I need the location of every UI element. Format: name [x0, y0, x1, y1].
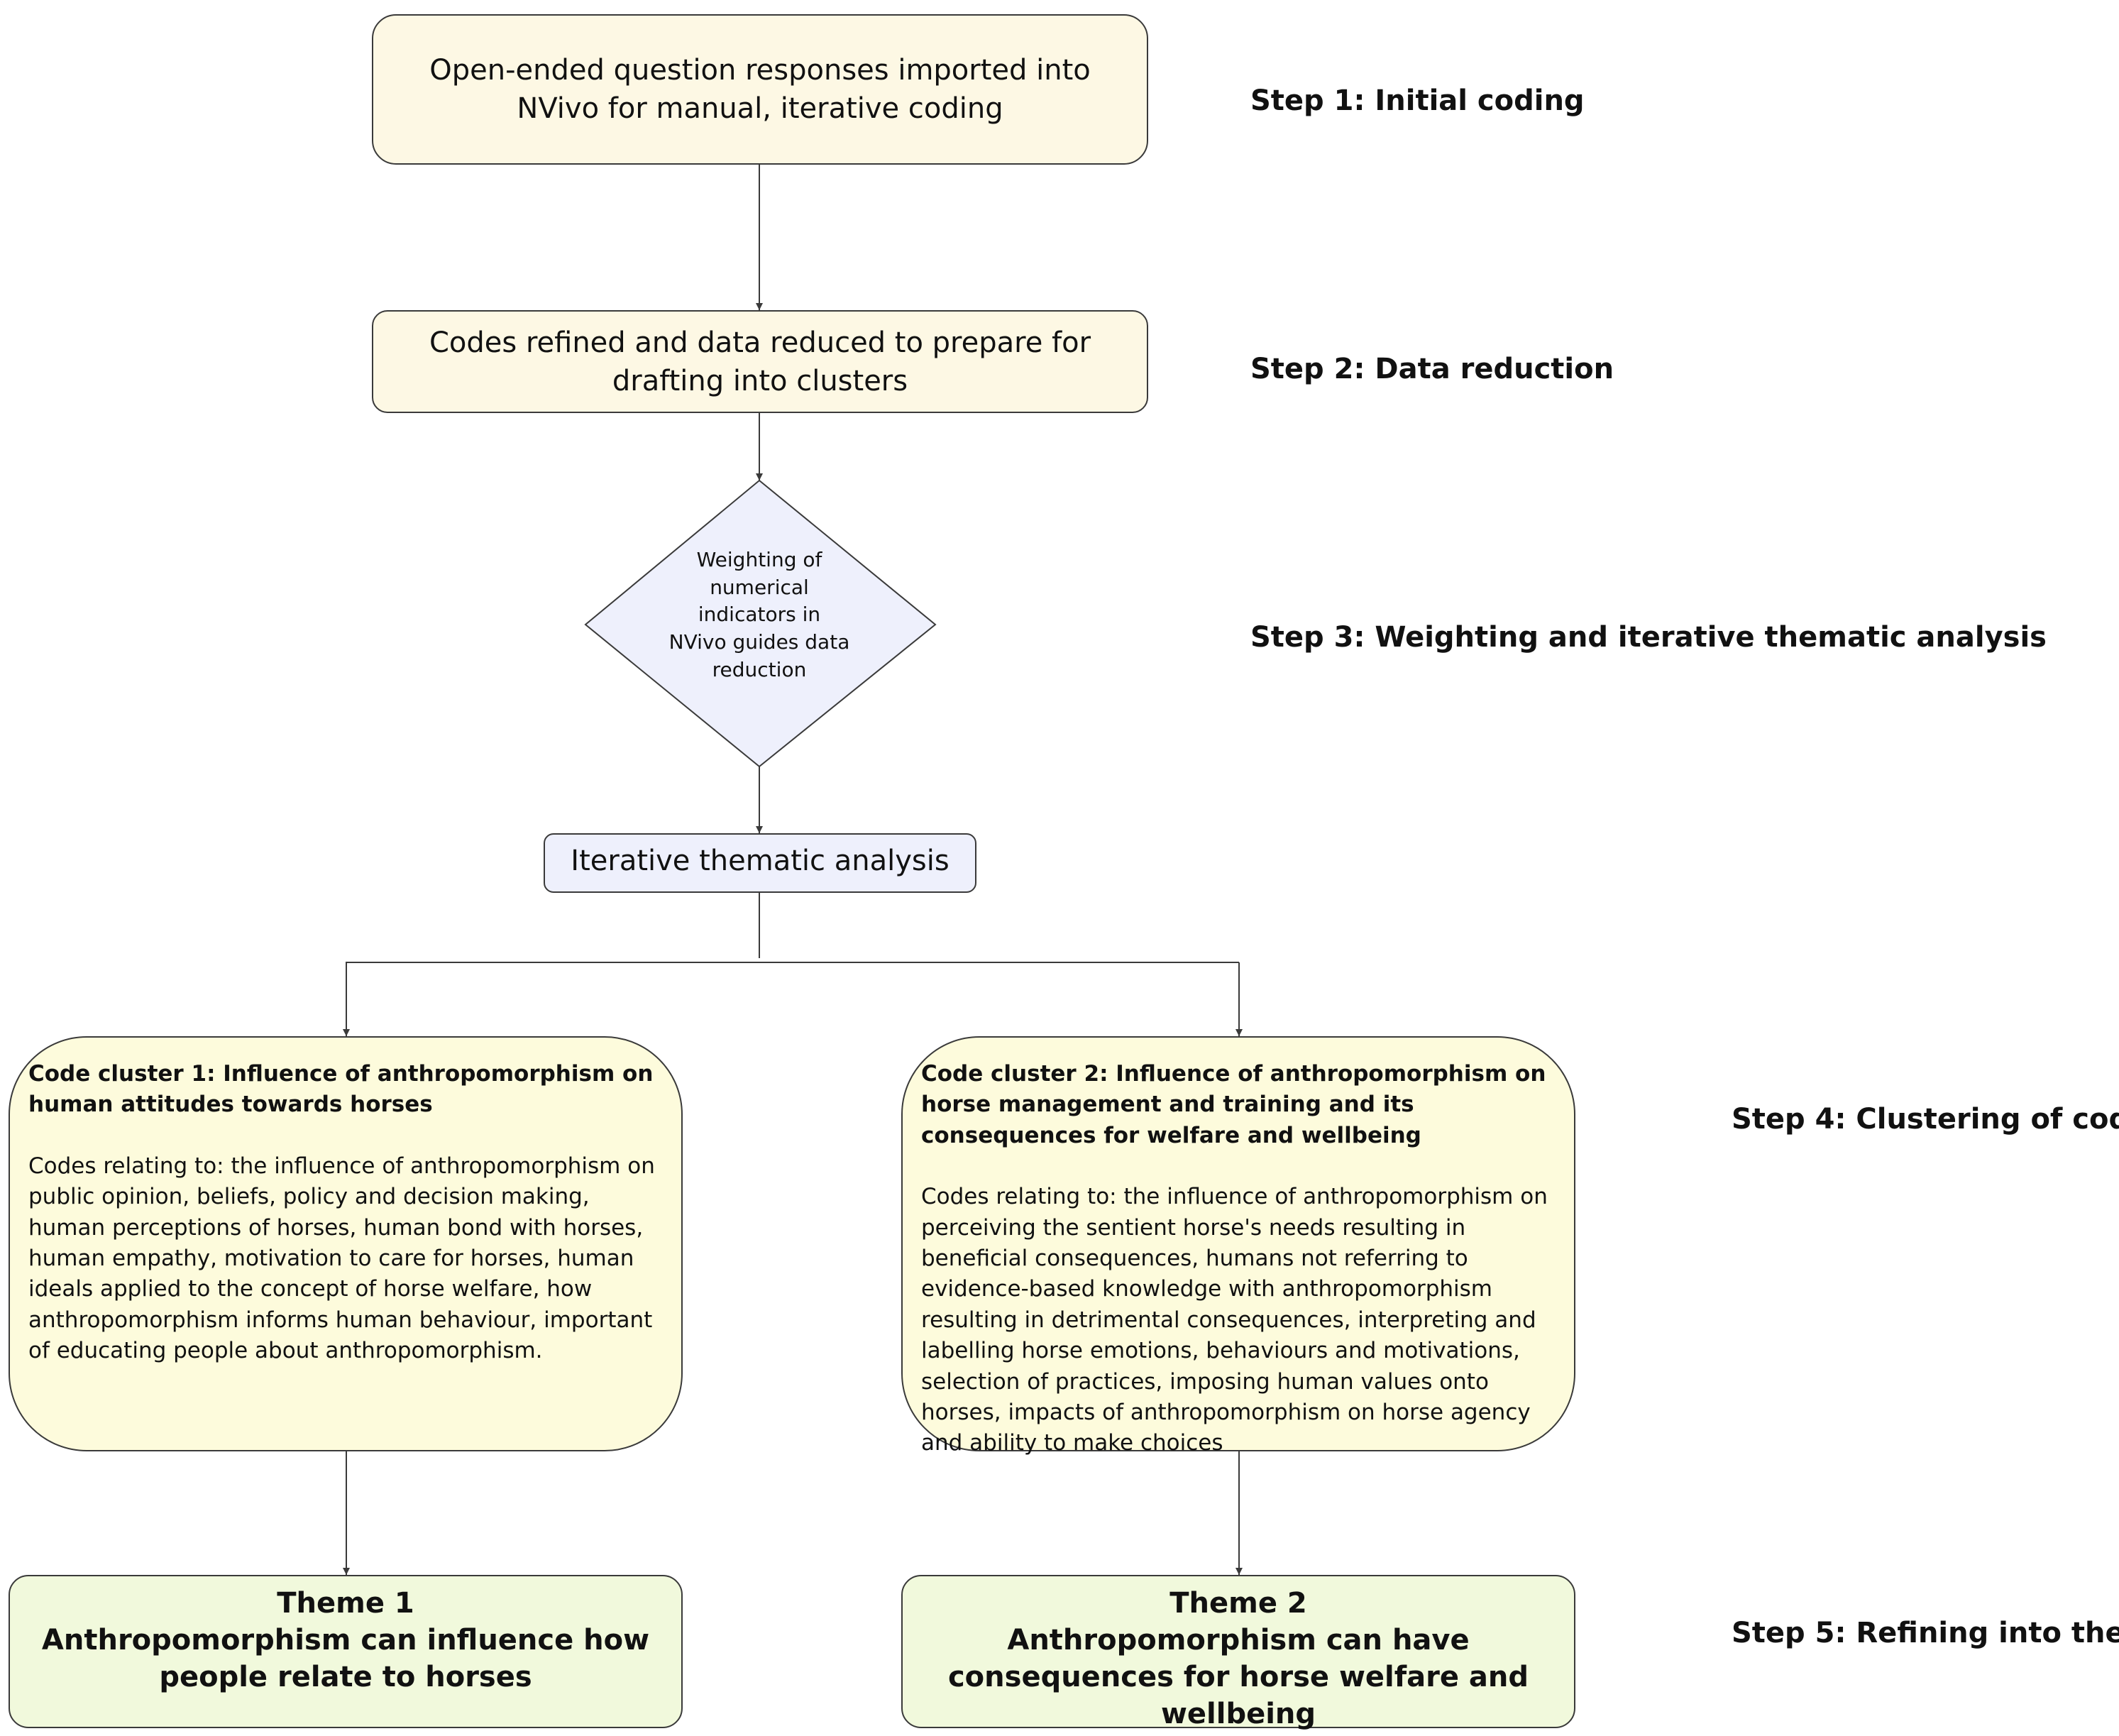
theme-2-box: Theme 2 Anthropomorphism can have conseq… — [901, 1575, 1575, 1730]
step-1-label: Step 1: Initial coding — [1250, 84, 1585, 117]
theme-1-box: Theme 1 Anthropomorphism can influence h… — [9, 1575, 683, 1728]
step-3-label: Step 3: Weighting and iterative thematic… — [1250, 621, 2047, 654]
theme-1-text: Anthropomorphism can influence how peopl… — [41, 1624, 650, 1693]
step-5-label: Step 5: Refining into themes — [1732, 1617, 2119, 1649]
data-reduction-box: Codes refined and data reduced to prepar… — [372, 310, 1148, 413]
code-cluster-1-box: Code cluster 1: Influence of anthropomor… — [9, 1036, 683, 1451]
theme-2-text: Anthropomorphism can have consequences f… — [947, 1624, 1529, 1730]
code-cluster-2-body: Codes relating to: the influence of anth… — [921, 1184, 1548, 1456]
weighting-diamond — [584, 479, 937, 768]
code-cluster-1-body: Codes relating to: the influence of anth… — [28, 1153, 655, 1364]
step-2-label: Step 2: Data reduction — [1250, 353, 1614, 385]
iterative-analysis-text: Iterative thematic analysis — [571, 845, 950, 877]
initial-coding-text: Open-ended question responses imported i… — [429, 54, 1091, 125]
weighting-diamond-text: Weighting of numerical indicators in NVi… — [668, 548, 850, 681]
theme-1-heading: Theme 1 — [277, 1587, 414, 1620]
split-connector — [346, 893, 1239, 965]
code-cluster-2-title: Code cluster 2: Influence of anthropomor… — [921, 1061, 1546, 1148]
data-reduction-text: Codes refined and data reduced to prepar… — [429, 326, 1091, 397]
code-cluster-1-title: Code cluster 1: Influence of anthropomor… — [28, 1061, 654, 1118]
code-cluster-2-box: Code cluster 2: Influence of anthropomor… — [901, 1036, 1575, 1456]
initial-coding-box: Open-ended question responses imported i… — [372, 14, 1148, 165]
theme-2-heading: Theme 2 — [1169, 1587, 1307, 1620]
iterative-analysis-box: Iterative thematic analysis — [544, 833, 976, 893]
step-4-label: Step 4: Clustering of codes — [1732, 1103, 2119, 1136]
